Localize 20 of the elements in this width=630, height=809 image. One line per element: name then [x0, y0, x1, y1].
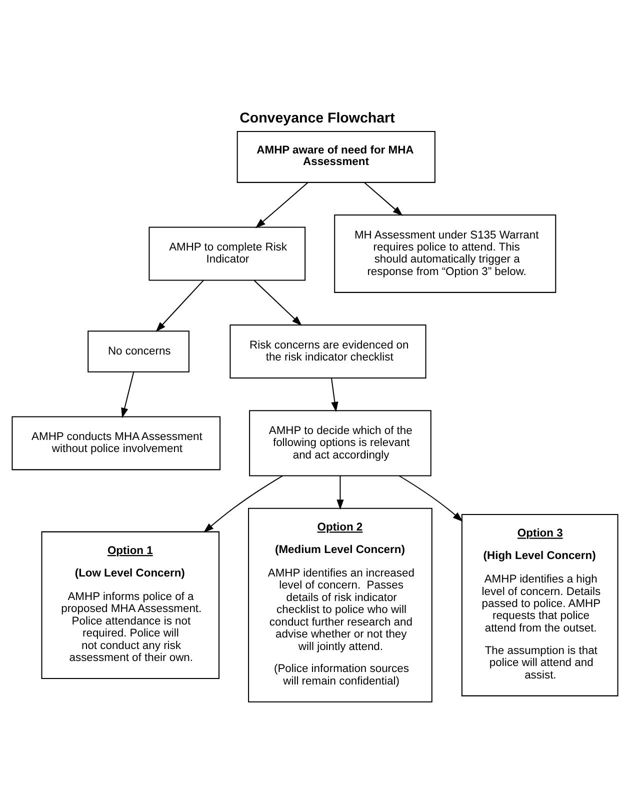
arrow [398, 474, 463, 522]
node-box: Option 2 (Medium Level Concern) AMHP identifies an increased level of concern. Passes details of risk indicator checklist to police who will conduct further research and advise whether or not they will jointly attend. (Police information sources will remain confidential) [248, 507, 432, 702]
node-box: No concerns [88, 330, 190, 372]
arrow [156, 280, 204, 332]
arrow [331, 378, 338, 412]
node-box: AMHP conducts MHA Assessment without police involvement [12, 416, 221, 470]
node-box: Risk concerns are evidenced on the risk indicator checklist [230, 324, 426, 378]
node-box: Option 3 (High Level Concern) AMHP identifies a high level of concern. Details passed to police. AMHP requests that police attend from the outset. The assumption is that police will attend and assist. [461, 514, 618, 696]
arrow [121, 371, 134, 418]
arrow [336, 475, 344, 510]
node-box: Option 1 (Low Level Concern) AMHP informs police of a proposed MHA Assessment. Police attendance is not required. Police will not conduct any risk assessment of their own. [41, 530, 220, 678]
node-box: AMHP aware of need for MHA Assessment [236, 130, 436, 182]
node-box: AMHP to complete Risk Indicator [148, 226, 306, 280]
node-box: MH Assessment under S135 Warrant requires police to attend. This should automatically trigger a response from “Option 3” below. [334, 214, 556, 292]
diagram-title: Conveyance Flowchart [240, 110, 395, 126]
arrow [255, 182, 308, 228]
node-box: AMHP to decide which of the following options is relevant and act accordingly [249, 410, 432, 476]
arrow [203, 474, 283, 532]
arrow [254, 280, 302, 326]
arrow [364, 182, 403, 216]
